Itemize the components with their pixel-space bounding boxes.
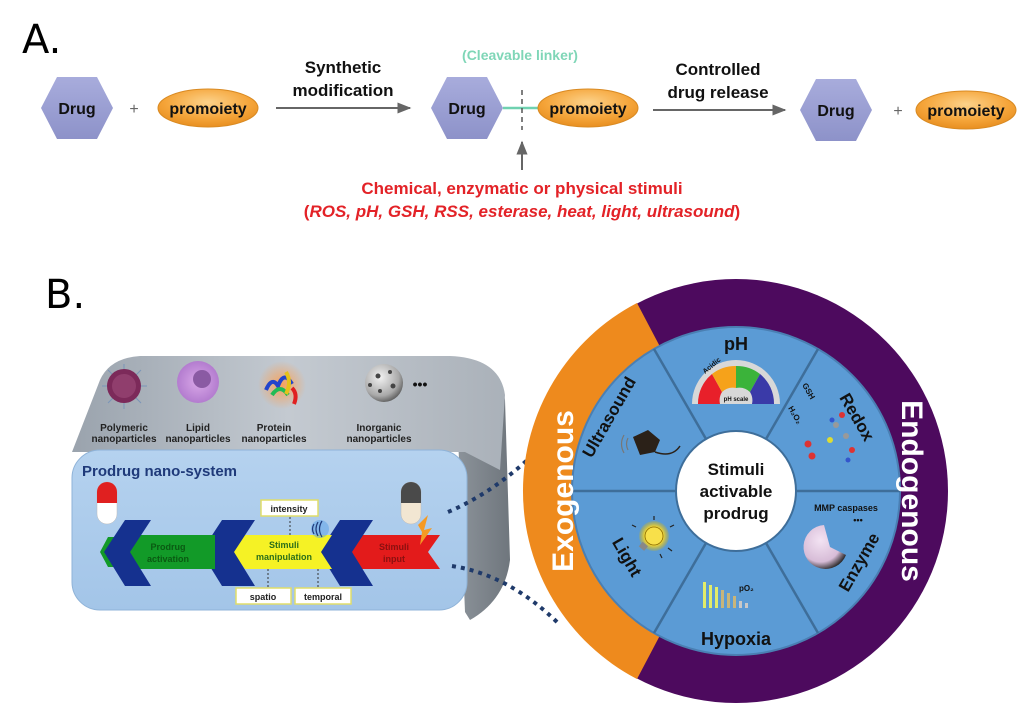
drug-label: Drug [448,101,485,118]
promoiety-label: promoiety [549,101,626,118]
promoiety-oval-product: promoiety [915,90,1017,130]
capsule-red-icon [96,481,118,525]
molecule-icon [804,412,855,463]
promoiety-label: promoiety [169,101,246,118]
stimuli-manipulation-arrow: Stimuli manipulation [232,535,332,569]
segment-hypoxia-label: Hypoxia [701,629,772,649]
center-label-line3: prodrug [703,504,768,523]
lightning-icon [418,515,432,545]
nanoparticle-label: Inorganic [356,423,401,434]
step2-label-line1: Controlled [676,60,761,79]
drug-hexagon-conjugate: Drug [431,77,503,139]
promoiety-oval-conjugate: promoiety [537,88,639,128]
center-label-line2: activable [700,482,773,501]
chevron-left-block [104,520,151,586]
panel-a-label: A. [22,17,62,63]
tag-intensity: intensity [260,499,319,517]
light-bulb-icon [631,516,675,559]
center-circle [675,430,797,552]
pacman-enzyme-icon [803,525,846,569]
connector-dotted-line-bottom [451,564,562,627]
ultrasound-probe-icon [620,430,681,455]
cleavable-linker-label: (Cleavable linker) [462,47,578,63]
flow-input-label-line2: input [383,554,405,564]
flow-activation-label-line2: activation [147,554,189,564]
nanoparticle-label: nanoparticles [241,434,306,445]
oxygen-bars-icon [703,582,748,608]
segment-ph-label: pH [724,334,748,354]
stimuli-input-arrow: Stimuli input [342,515,440,569]
exogenous-label: Exogenous [547,410,580,572]
stimuli-title: Chemical, enzymatic or physical stimuli [361,179,682,198]
segment-dividers [572,348,900,634]
step1-label-line1: Synthetic [305,58,382,77]
inorganic-nanoparticle-icon [365,364,403,402]
stimuli-wheel: Stimuli activable prodrug Exogenous Endo… [522,279,948,703]
wave-icon [311,520,329,538]
drug-label: Drug [817,103,854,120]
tag-intensity-label: intensity [270,504,307,514]
tag-temporal: temporal [294,587,352,605]
drug-hexagon-product: Drug [800,79,872,141]
panel-a: Drug + promoiety Synthetic modification … [41,47,1017,221]
step2-label-line2: drug release [667,83,768,102]
flow-activation-label-line1: Prodrug [151,542,186,552]
capsule-dark-icon [400,481,422,525]
plus-sign: + [893,103,902,120]
prodrug-nano-system-title: Prodrug nano-system [82,463,237,480]
step1-label-line2: modification [292,81,393,100]
ph-scale-label: pH scale [724,397,749,403]
ph-scale-icon: pH scale Acidic [692,357,780,404]
center-label-line1: Stimuli [708,460,765,479]
nanoparticle-label: Protein [257,423,291,434]
promoiety-oval-reactant: promoiety [157,88,259,128]
drug-hexagon-reactant: Drug [41,77,113,139]
more-nanoparticles-ellipsis: ••• [413,376,428,392]
prodrug-nano-system-box: ••• Polymeric nanoparticles Lipid nanopa… [71,356,510,620]
protein-nanoparticle-icon [258,361,306,409]
tag-spatio-label: spatio [250,592,277,602]
nanoparticle-label: nanoparticles [346,434,411,445]
polymeric-nanoparticle-icon [102,364,147,409]
lipid-nanoparticle-icon [177,361,219,403]
po2-label: pO₂ [739,584,754,593]
nanoparticle-label: nanoparticles [165,434,230,445]
nanoparticle-label: nanoparticles [91,434,156,445]
plus-sign: + [129,101,138,118]
promoiety-label: promoiety [927,103,1004,120]
nanoparticle-label: Lipid [186,423,210,434]
endogenous-label: Endogenous [895,400,928,582]
stimuli-list: (ROS, pH, GSH, RSS, esterase, heat, ligh… [304,202,740,221]
enzyme-more-ellipsis: ••• [853,515,862,525]
tag-temporal-label: temporal [304,592,342,602]
drug-label: Drug [58,101,95,118]
panel-b-label: B. [45,272,86,318]
flow-manipulation-label-line1: Stimuli [269,540,299,550]
flow-manipulation-label-line2: manipulation [256,552,312,562]
flow-input-label-line1: Stimuli [379,542,409,552]
nanoparticle-label: Polymeric [100,423,148,434]
chevron-right-block [319,520,373,586]
tag-spatio: spatio [235,587,292,605]
enzyme-examples-label: MMP caspases [814,503,878,513]
